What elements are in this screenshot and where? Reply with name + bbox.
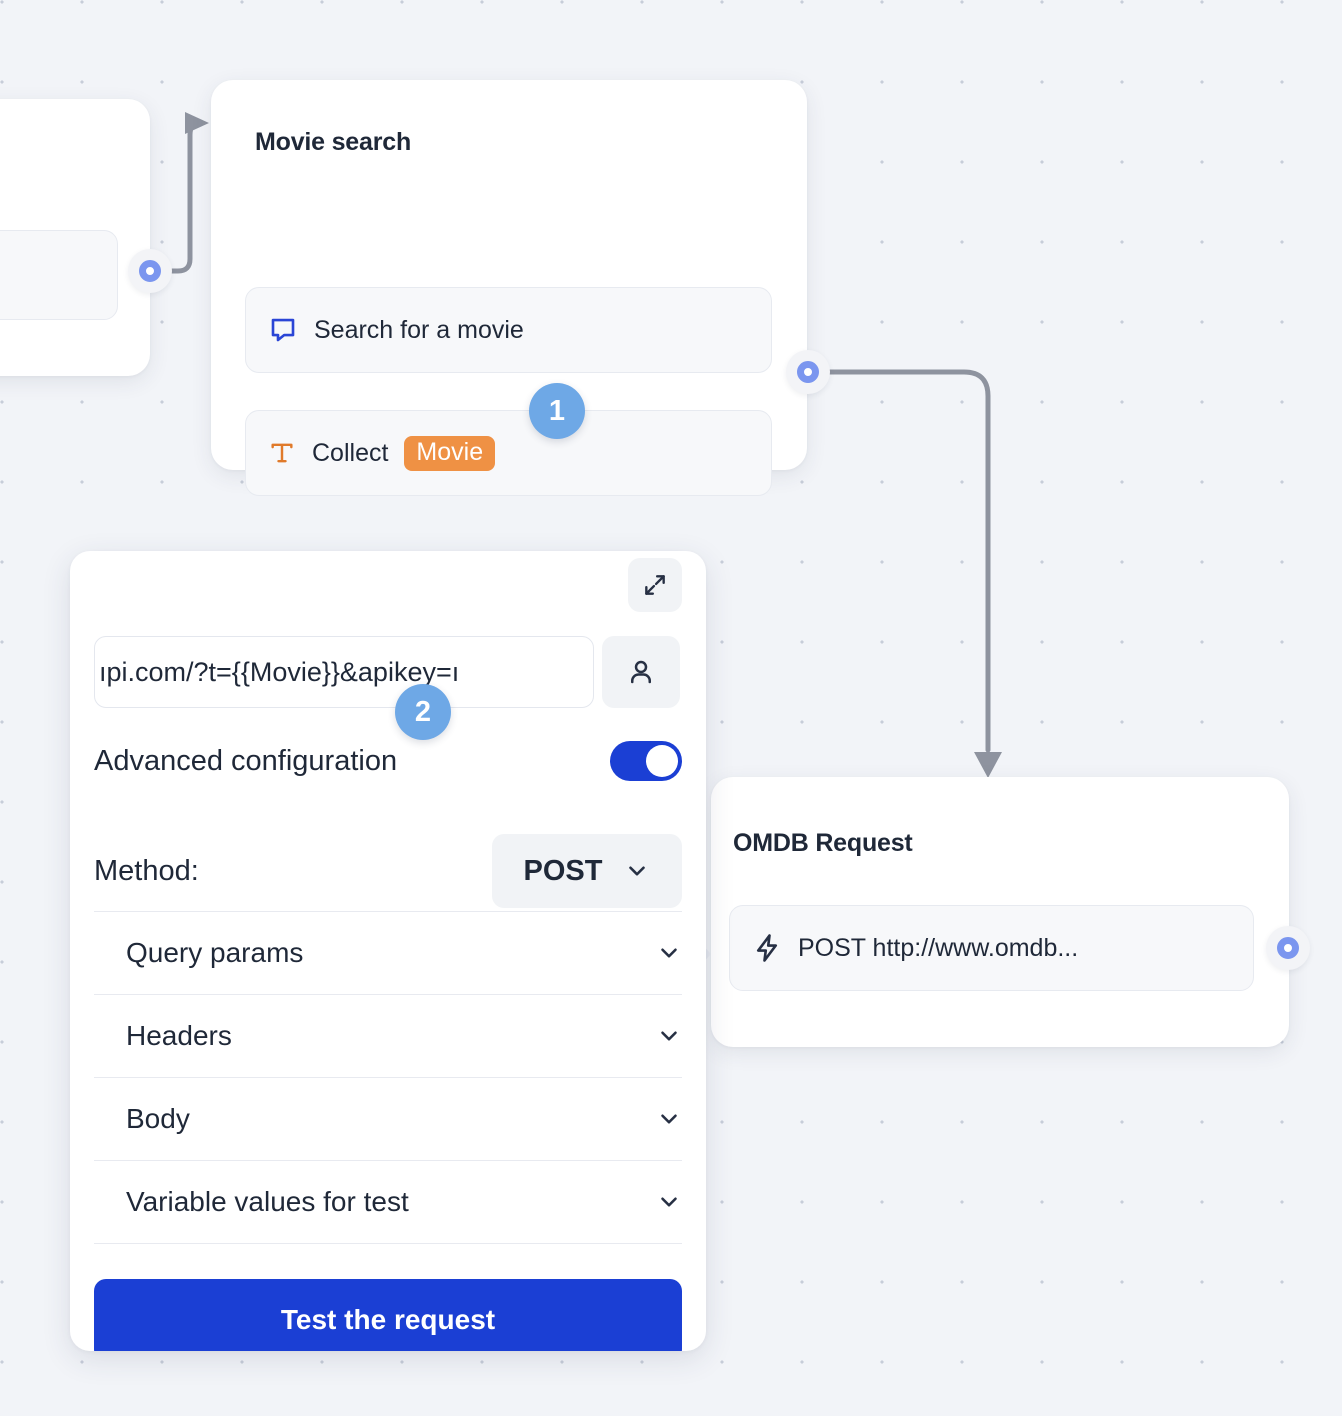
movie-search-row-search[interactable]: Search for a movie bbox=[245, 287, 772, 373]
step-badge-2: 2 bbox=[395, 684, 451, 740]
expand-diagonal-icon bbox=[642, 572, 668, 598]
request-configuration-panel[interactable]: ıpi.com/?t={{Movie}}&apikey=ı Advanced c… bbox=[70, 551, 706, 1351]
omdb-request-row-post[interactable]: POST http://www.omdb... bbox=[729, 905, 1254, 991]
accordion-item-headers[interactable]: Headers bbox=[94, 994, 682, 1077]
omdb-request-title: OMDB Request bbox=[733, 829, 913, 857]
chevron-down-icon bbox=[656, 1023, 682, 1049]
variable-tag-movie[interactable]: Movie bbox=[404, 435, 496, 471]
advanced-configuration-label: Advanced configuration bbox=[94, 744, 398, 777]
toggle-knob bbox=[646, 745, 678, 777]
text-t-icon bbox=[268, 439, 296, 467]
lightning-bolt-icon bbox=[752, 933, 782, 963]
step-badge-1: 1 bbox=[529, 383, 585, 439]
node-movie-search[interactable]: Movie search Search for a movie Collect … bbox=[211, 80, 807, 496]
method-label: Method: bbox=[94, 854, 199, 887]
advanced-configuration-toggle[interactable] bbox=[610, 741, 682, 781]
chevron-down-icon bbox=[656, 940, 682, 966]
output-port-omdb-request[interactable] bbox=[1266, 926, 1310, 970]
request-accordion: Query params Headers Body Variable value… bbox=[94, 911, 682, 1244]
method-row: Method: POST bbox=[94, 834, 682, 908]
accordion-item-query-params[interactable]: Query params bbox=[94, 911, 682, 994]
movie-search-title: Movie search bbox=[255, 128, 412, 156]
movie-search-row-collect-label: Collect bbox=[312, 438, 389, 467]
movie-search-row-search-label: Search for a movie bbox=[314, 315, 524, 344]
accordion-label: Variable values for test bbox=[126, 1186, 409, 1217]
output-port-previous-node[interactable] bbox=[128, 249, 172, 293]
chevron-down-icon bbox=[656, 1189, 682, 1215]
select-variable-button[interactable] bbox=[602, 636, 680, 708]
method-select[interactable]: POST bbox=[492, 834, 682, 908]
request-url-value: ıpi.com/?t={{Movie}}&apikey=ı bbox=[99, 656, 460, 687]
request-url-input[interactable]: ıpi.com/?t={{Movie}}&apikey=ı bbox=[94, 636, 594, 708]
port-ring-icon bbox=[139, 260, 161, 282]
accordion-label: Body bbox=[126, 1103, 190, 1134]
chevron-down-icon bbox=[656, 1106, 682, 1132]
movie-search-row-collect[interactable]: Collect Movie bbox=[245, 410, 772, 496]
speech-bubble-icon bbox=[268, 315, 298, 345]
port-ring-icon bbox=[797, 361, 819, 383]
advanced-configuration-row: Advanced configuration bbox=[94, 741, 682, 781]
accordion-label: Headers bbox=[126, 1020, 232, 1051]
user-icon bbox=[626, 657, 656, 687]
expand-panel-button[interactable] bbox=[628, 558, 682, 612]
accordion-item-variable-values-for-test[interactable]: Variable values for test bbox=[94, 1160, 682, 1244]
chevron-down-icon bbox=[624, 858, 650, 884]
test-the-request-button[interactable]: Test the request bbox=[94, 1279, 682, 1351]
port-ring-icon bbox=[1277, 937, 1299, 959]
omdb-request-row-post-label: POST http://www.omdb... bbox=[798, 933, 1079, 962]
previous-node-row[interactable] bbox=[0, 230, 118, 320]
method-value: POST bbox=[523, 854, 603, 887]
node-omdb-request[interactable]: OMDB Request POST http://www.omdb... bbox=[695, 777, 1289, 1047]
output-port-movie-search[interactable] bbox=[786, 350, 830, 394]
url-row: ıpi.com/?t={{Movie}}&apikey=ı bbox=[94, 636, 680, 708]
previous-node-card[interactable] bbox=[0, 99, 150, 376]
accordion-item-body[interactable]: Body bbox=[94, 1077, 682, 1160]
accordion-label: Query params bbox=[126, 937, 304, 968]
